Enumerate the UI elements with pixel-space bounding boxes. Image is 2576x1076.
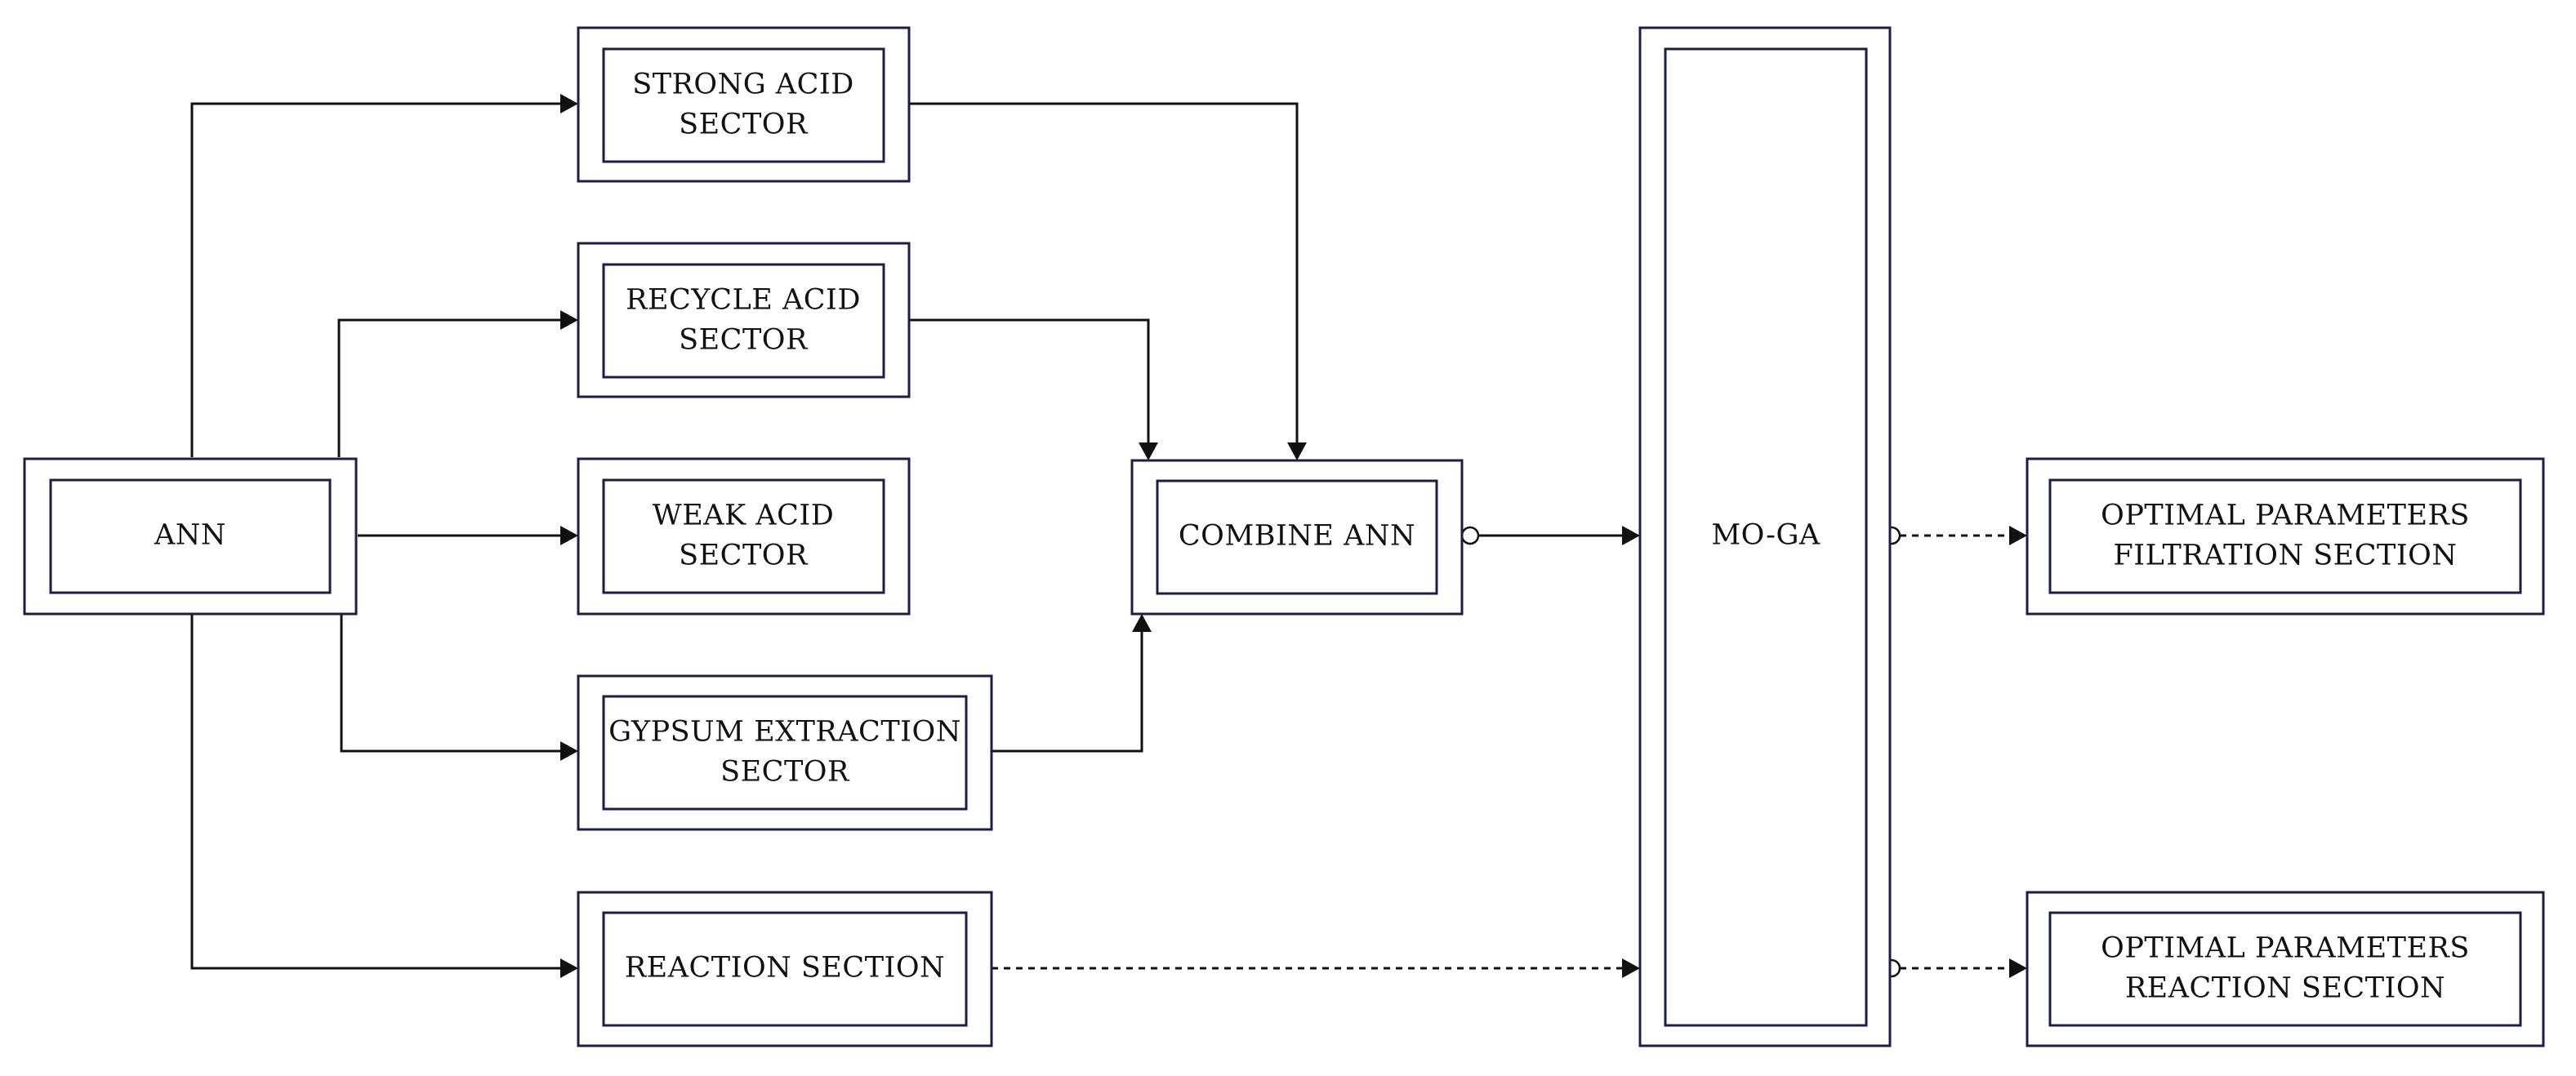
node-opt-filtration-line1: OPTIMAL PARAMETERS [2101,500,2470,532]
node-recycle-acid-line1: RECYCLE ACID [626,284,861,317]
node-weak-acid-sector: WEAK ACID SECTOR [577,457,911,616]
node-reaction-label: REACTION SECTION [625,952,945,985]
arrowhead-moga-bottom [1622,958,1640,978]
node-combine-ann: COMBINE ANN [1130,459,1464,616]
node-opt-reaction: OPTIMAL PARAMETERS REACTION SECTION [2026,891,2545,1047]
arrowhead-opt-filtration [2009,526,2027,545]
arrowhead-reaction [560,958,578,978]
node-reaction-section: REACTION SECTION [577,891,993,1047]
node-recycle-acid-line2: SECTOR [679,324,809,357]
arrowhead-recycle-acid [560,310,578,330]
edge-ann-to-strong-acid [190,102,562,457]
node-moga-label: MO-GA [1711,519,1821,552]
node-weak-acid-line1: WEAK ACID [653,500,835,532]
edge-recycle-acid-to-combine [909,318,1150,444]
node-gypsum-extraction-sector: GYPSUM EXTRACTION SECTOR [577,674,993,831]
node-gypsum-line1: GYPSUM EXTRACTION [608,716,961,749]
output-port-combine [1460,526,1480,545]
arrowhead-combine-bottom [1132,614,1152,632]
node-moga: MO-GA [1638,26,1892,1047]
edge-ann-to-reaction [190,614,562,970]
edge-gypsum-to-combine [992,630,1143,753]
arrowhead-strong-acid [560,94,578,113]
node-opt-reaction-line2: REACTION SECTION [2125,972,2445,1005]
node-strong-acid-line2: SECTOR [679,109,809,141]
arrowhead-gypsum [560,741,578,761]
arrowhead-moga-mid [1622,526,1640,545]
arrowhead-combine-top-left [1139,442,1158,460]
node-ann-label: ANN [154,519,226,552]
node-weak-acid-line2: SECTOR [679,540,809,572]
arrowhead-weak-acid [560,526,578,545]
node-gypsum-line2: SECTOR [720,756,850,789]
node-recycle-acid-sector: RECYCLE ACID SECTOR [577,242,911,398]
node-combine-label: COMBINE ANN [1179,520,1415,553]
node-strong-acid-line1: STRONG ACID [632,69,854,101]
edge-strong-acid-to-combine [909,102,1299,444]
node-opt-filtration: OPTIMAL PARAMETERS FILTRATION SECTION [2026,457,2545,616]
node-opt-reaction-line1: OPTIMAL PARAMETERS [2101,932,2470,965]
node-opt-filtration-line2: FILTRATION SECTION [2114,540,2458,572]
arrowhead-opt-reaction [2009,958,2027,978]
node-ann: ANN [23,457,358,616]
node-strong-acid-sector: STRONG ACID SECTOR [577,26,911,183]
arrowhead-combine-top-right [1287,442,1307,460]
edge-ann-to-recycle-acid [337,318,562,457]
edge-ann-to-gypsum [340,614,562,753]
